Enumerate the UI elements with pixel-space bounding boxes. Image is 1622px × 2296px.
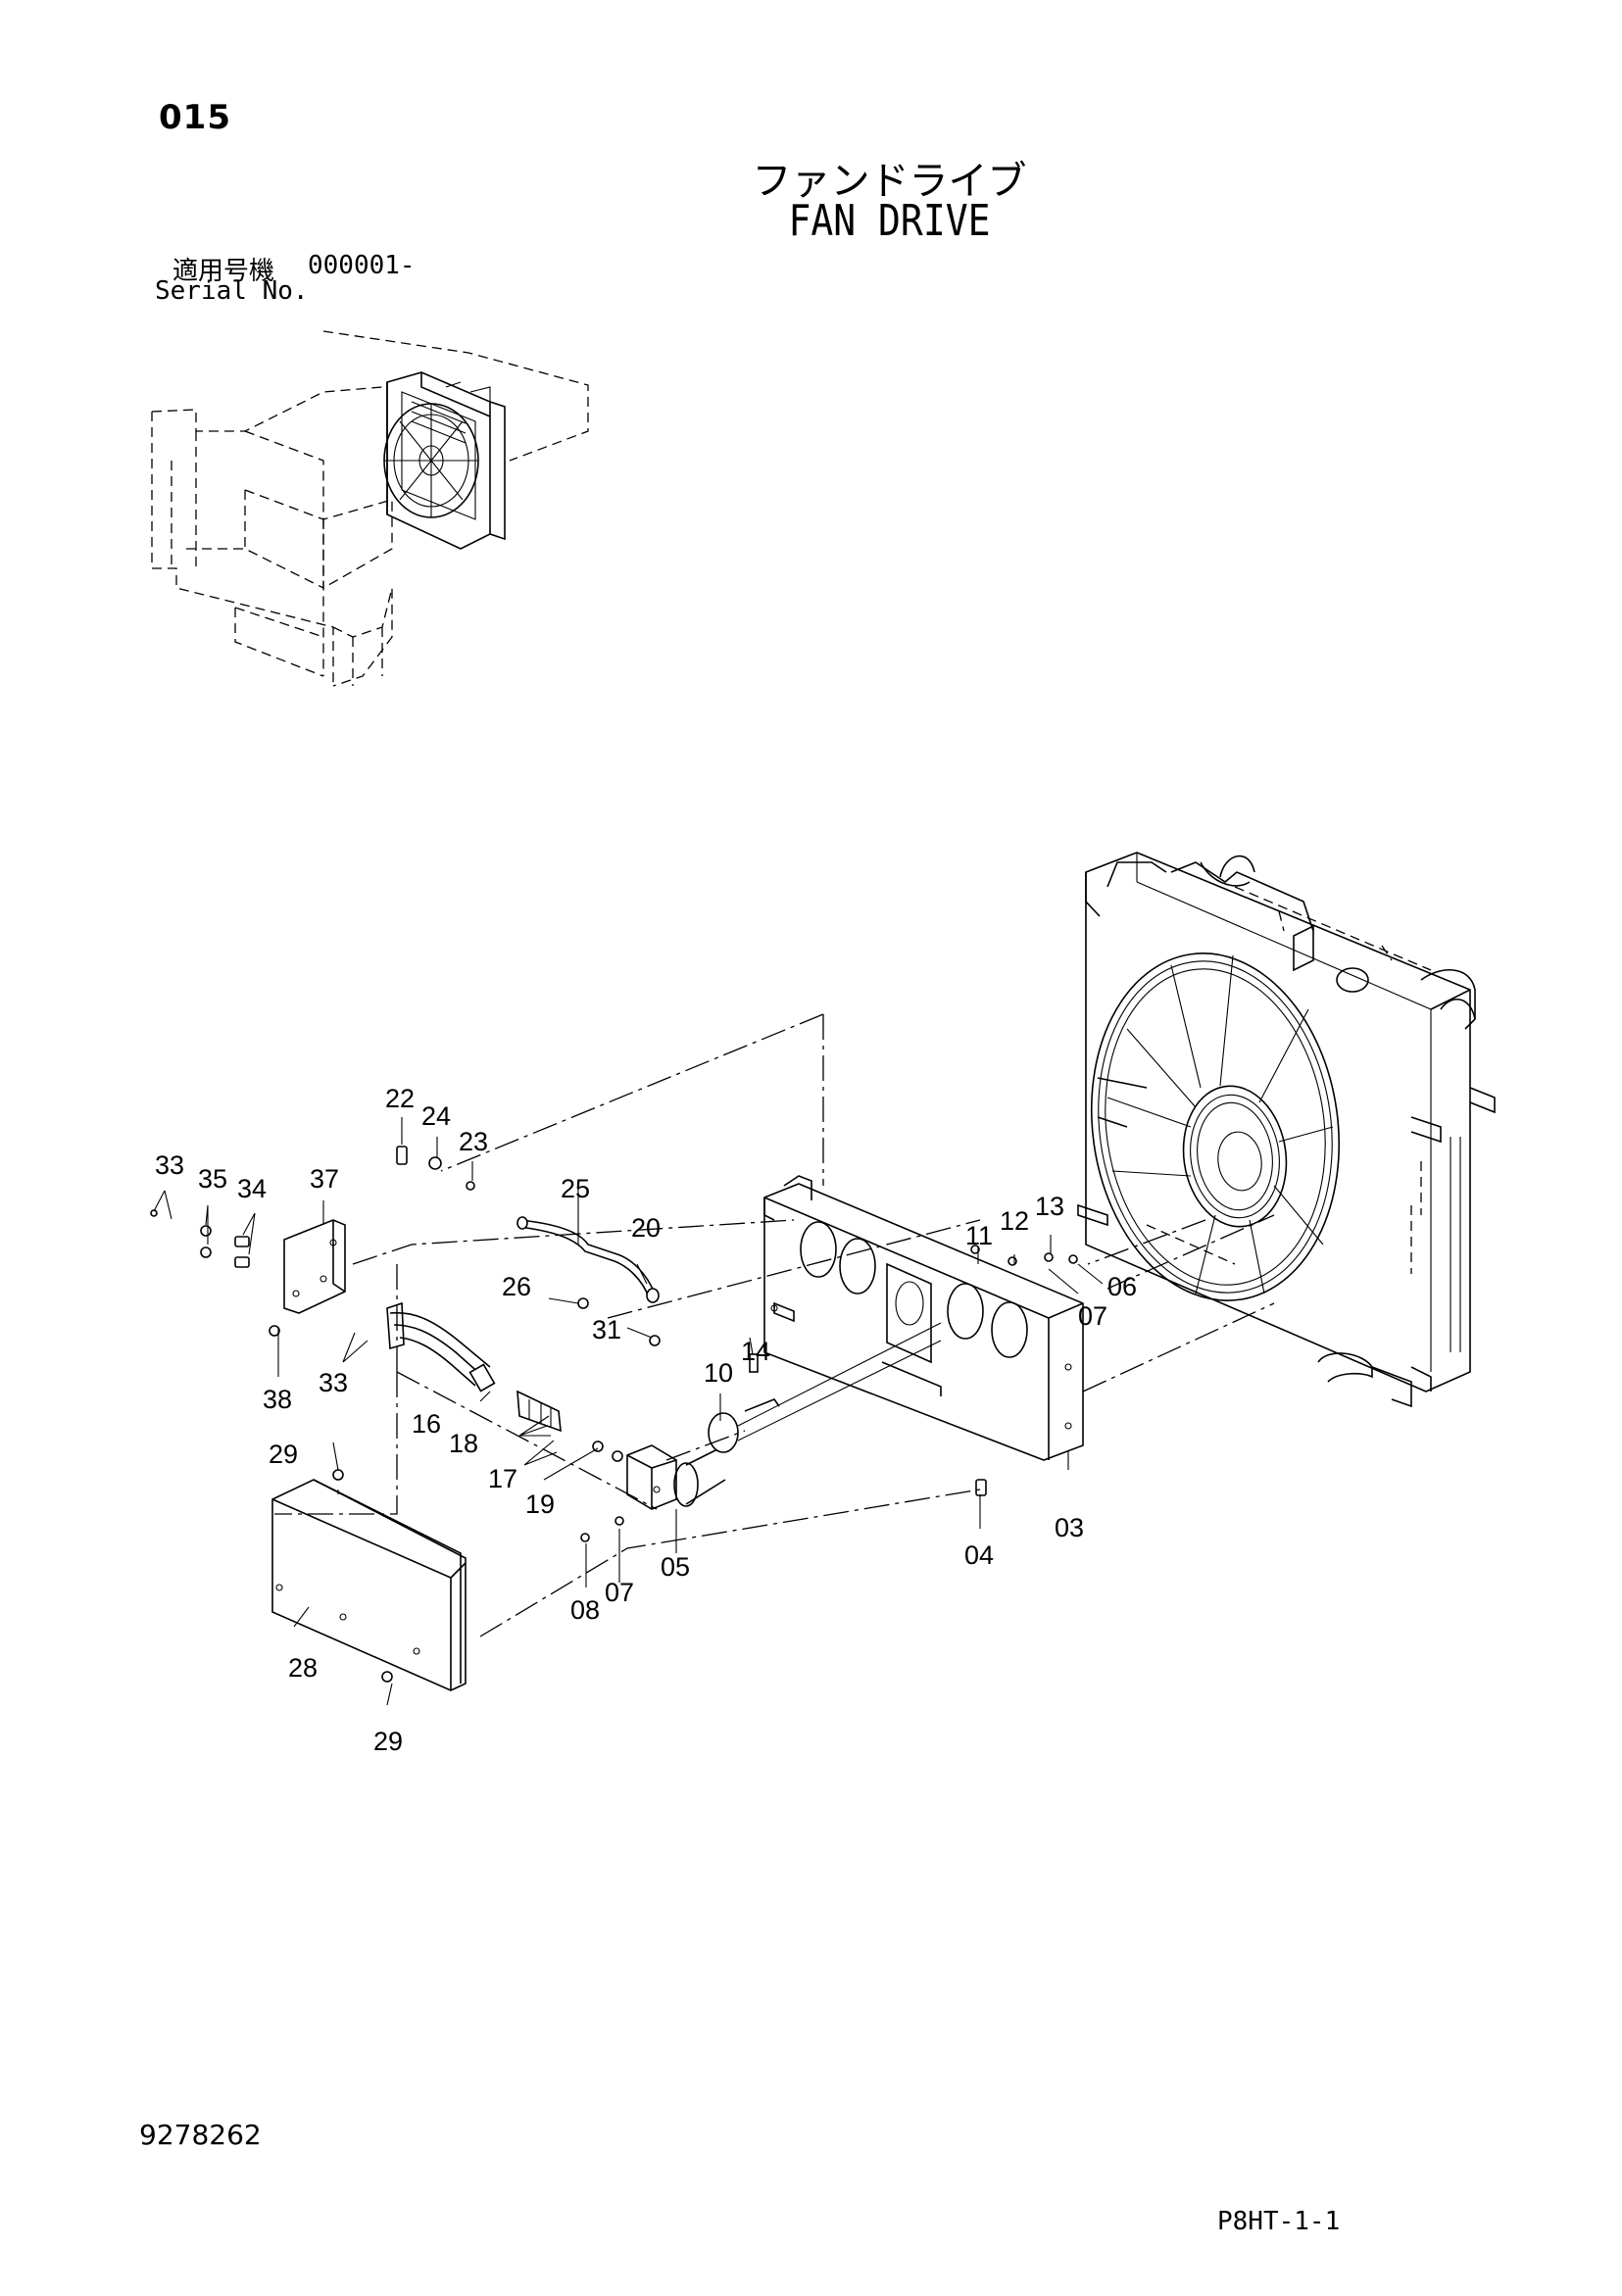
callout-11: 11 (965, 1221, 993, 1250)
serial-range: 000001- (308, 251, 416, 280)
serial-label-english: Serial No. (155, 276, 309, 306)
hose-assembly (386, 1216, 661, 1462)
plate-part-37 (283, 1219, 346, 1314)
callout-31: 31 (592, 1315, 621, 1344)
callout-19: 19 (525, 1490, 555, 1519)
callout-25: 25 (561, 1174, 590, 1203)
callout-18: 18 (449, 1429, 478, 1458)
callout-29: 29 (269, 1440, 298, 1469)
callout-13: 13 (1035, 1192, 1064, 1221)
callout-05: 05 (661, 1552, 690, 1582)
callout-20: 20 (631, 1213, 661, 1243)
radiator-fan-shroud-assembly (1077, 852, 1496, 1408)
cover-part-28 (271, 1479, 467, 1691)
callout-12: 12 (1000, 1206, 1029, 1236)
title-english: FAN DRIVE (788, 195, 991, 246)
callout-28: 28 (288, 1653, 318, 1683)
callout-35: 35 (198, 1164, 227, 1194)
callout-34: 34 (237, 1174, 267, 1203)
callout-17: 17 (488, 1464, 517, 1493)
callout-numbers: 22 24 23 33 35 34 37 25 20 26 31 14 10 3… (155, 1084, 1137, 1756)
leader-lines (153, 1013, 1275, 1706)
callout-29: 29 (373, 1727, 403, 1756)
callout-33: 33 (155, 1150, 184, 1180)
page-number: 015 (159, 98, 231, 137)
callout-06: 06 (1107, 1272, 1137, 1301)
callout-23: 23 (459, 1127, 488, 1156)
callout-26: 26 (502, 1272, 531, 1301)
document-number: 9278262 (139, 2119, 262, 2151)
callout-37: 37 (310, 1164, 339, 1194)
callout-08: 08 (570, 1595, 600, 1625)
callout-04: 04 (964, 1540, 994, 1570)
callout-22: 22 (385, 1084, 415, 1113)
fan-bracket-part-03 (763, 1175, 1084, 1461)
fasteners (150, 1146, 1078, 1683)
callout-24: 24 (421, 1101, 451, 1131)
callout-38: 38 (263, 1385, 292, 1414)
callout-16: 16 (412, 1409, 441, 1439)
callout-14: 14 (741, 1337, 770, 1366)
title-japanese: ファンドライブ (752, 159, 1027, 204)
callout-33: 33 (319, 1368, 348, 1397)
sheet-code: P8HT-1-1 (1217, 2207, 1341, 2236)
fan-motor-part-05 (626, 1322, 942, 1510)
callout-03: 03 (1055, 1513, 1084, 1542)
location-overview-thumbnail (151, 330, 589, 687)
callout-07: 07 (605, 1578, 634, 1607)
callout-10: 10 (704, 1358, 733, 1388)
serial-label-japanese: 適用号機 (172, 257, 275, 286)
callout-07: 07 (1078, 1301, 1107, 1331)
